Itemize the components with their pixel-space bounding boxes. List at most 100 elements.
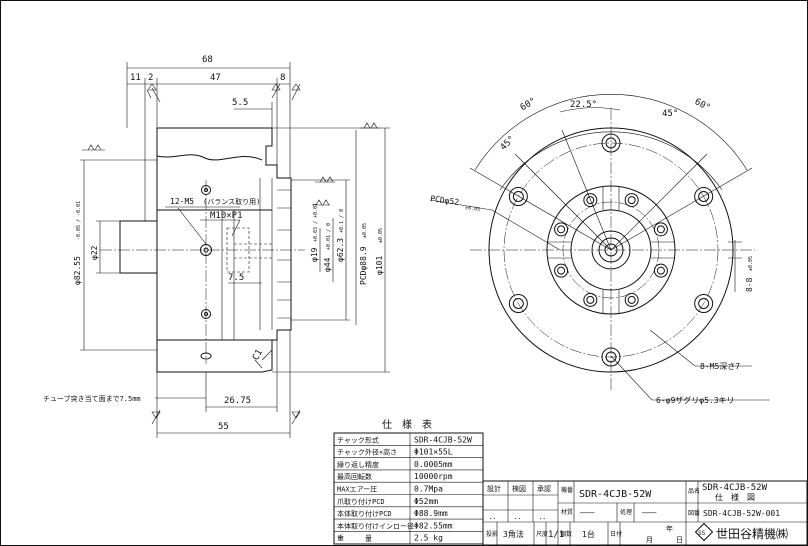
surface-finish-mark xyxy=(271,83,281,99)
spec-row-label: 最高回転数 xyxy=(337,472,372,481)
spec-row-label: MAXエアー圧 xyxy=(337,486,377,494)
front-m5-note: 8-M5深さ7 xyxy=(700,362,740,371)
company-logo-diamond xyxy=(694,522,714,542)
front-angle-60-right: 60° xyxy=(693,97,712,113)
side-view-chamfer-edge xyxy=(261,349,273,361)
dim-center-thread: M10×P1 xyxy=(210,211,243,221)
surface-finish-mark xyxy=(360,122,380,129)
front-counterbore-hole xyxy=(508,294,528,313)
front-m5-hole xyxy=(627,196,636,205)
dim-step: 7.5 xyxy=(228,273,244,283)
front-counterbore-hole xyxy=(698,191,710,202)
title-block-border xyxy=(482,480,808,546)
leader-line xyxy=(165,206,240,245)
front-counterbore-hole xyxy=(601,133,621,153)
dim-jaw-dia-3-tol: +0.1 / 0 xyxy=(339,209,345,233)
tb-date-label: 日付 xyxy=(610,530,622,538)
surface-finish-mark xyxy=(146,83,161,103)
spec-table-title: 仕 様 表 xyxy=(382,418,432,431)
tb-approval-header: 検図 xyxy=(512,484,526,493)
surface-finish-mark xyxy=(151,409,301,425)
dim-left-offset-2: 2 xyxy=(148,73,153,83)
dim-pcd-body: PCDφ88.9 xyxy=(359,246,368,285)
front-counterbore-hole xyxy=(605,137,617,149)
tb-dots: ．． xyxy=(489,513,500,521)
spec-row-value: Φ101×55L xyxy=(414,448,453,457)
surface-finish-mark xyxy=(315,176,335,183)
dim-jaw-dia-1-tol: +0.03 / +0.01 xyxy=(313,203,319,242)
front-m5-hole xyxy=(586,295,595,304)
tb-hinmei: SDR-4CJB-52W xyxy=(702,483,768,493)
dim-jaw-dia-2-tol: +0.01 / 0 xyxy=(326,223,332,250)
front-m5-hole xyxy=(653,263,668,278)
dim-pcd-body-tol: ±0.05 xyxy=(362,223,368,238)
spec-row-value: 2.5 kg xyxy=(414,534,443,543)
dim-chamfer: C1 xyxy=(251,348,265,362)
front-slot-dim xyxy=(728,240,742,292)
spec-row-value: SDR-4CJB-52W xyxy=(414,435,472,444)
side-view: 68 11 2 47 8 5.5 12-M5 (バランス取り用) M10×P1 … xyxy=(43,55,390,438)
dim-outer-dia-tol: ±0.05 xyxy=(378,228,384,243)
side-view-hub xyxy=(119,220,157,274)
title-block-frame xyxy=(482,480,808,546)
spec-row-label: 本体取り付けインロー径 xyxy=(337,521,414,530)
front-m5-hole xyxy=(653,222,668,237)
front-pcd-jaw: PCDφ52 xyxy=(430,194,460,207)
front-m5-hole xyxy=(557,225,566,234)
front-counterbore-hole xyxy=(694,187,714,206)
front-pcd-jaw-tol: ±0.05 xyxy=(465,205,481,213)
dim-jaw-dia-3: φ62.3 xyxy=(336,238,345,262)
spec-row-label: 重 量 xyxy=(337,535,372,543)
front-radial-line xyxy=(561,129,612,251)
front-slot-tol: ±0.05 xyxy=(748,256,754,271)
front-m5-hole xyxy=(583,292,598,307)
tb-model: SDR-4CJB-52W xyxy=(579,489,652,500)
surface-finish-mark xyxy=(291,83,301,101)
front-m5-hole xyxy=(554,222,569,237)
tb-zuban: SDR-4CJB-52W-001 xyxy=(703,509,780,518)
company-logo-text: SS xyxy=(698,530,706,537)
tb-day: 日 xyxy=(676,536,683,544)
front-angle-225: 22.5° xyxy=(570,100,597,110)
front-view xyxy=(429,94,770,401)
dim-jaw-dia-2: φ44 xyxy=(323,257,332,272)
front-hole-note: 6-φ9ザグリφ5.3キリ xyxy=(656,395,735,405)
front-radial-line xyxy=(610,153,708,251)
front-m5-hole xyxy=(586,196,595,205)
tb-zairyou-label: 材質 xyxy=(561,508,573,516)
front-radial-line xyxy=(610,167,753,251)
tb-kosu-label: 個数 xyxy=(560,530,572,538)
company-logo: SS xyxy=(694,522,714,542)
spec-row-value: 10000rpm xyxy=(414,472,453,481)
front-m5-hole xyxy=(624,193,639,208)
front-m5-hole xyxy=(656,225,665,234)
spec-row-label: 繰り返し精度 xyxy=(337,460,379,469)
front-angle-arc-45 xyxy=(499,131,723,191)
tb-zuban-label: 図番 xyxy=(688,510,700,517)
tb-shakudo: 1/1 xyxy=(548,530,564,540)
dim-jaw-dia-1: φ19 xyxy=(310,247,319,262)
spec-row-label: チャック形式 xyxy=(337,435,379,444)
front-leader-pcd xyxy=(429,199,561,251)
side-view-body-outline xyxy=(156,127,292,373)
dim-overall-length: 68 xyxy=(202,55,213,65)
front-radial-line xyxy=(514,153,612,251)
tb-approval-header: 設計 xyxy=(487,484,501,493)
tb-dash-1: ――― xyxy=(580,508,595,517)
front-m5-hole xyxy=(557,266,566,275)
tb-approval-header: 承認 xyxy=(537,484,551,493)
tb-dots: ．． xyxy=(514,513,525,521)
front-angle-60-left: 60° xyxy=(519,96,538,113)
front-angle-45-right: 45° xyxy=(662,109,678,119)
dim-port-note: (バランス取り用) xyxy=(203,198,260,206)
dim-body-length: 47 xyxy=(210,73,221,83)
dim-right-part: 8 xyxy=(280,73,285,83)
tb-kiban-label: 機番 xyxy=(561,486,573,494)
front-m5-hole xyxy=(656,266,665,275)
dim-bore-dia: φ22 xyxy=(90,245,99,260)
surface-finish-mark xyxy=(312,199,330,206)
leader-line xyxy=(254,359,263,369)
tb-dash-2: ――― xyxy=(642,508,657,517)
